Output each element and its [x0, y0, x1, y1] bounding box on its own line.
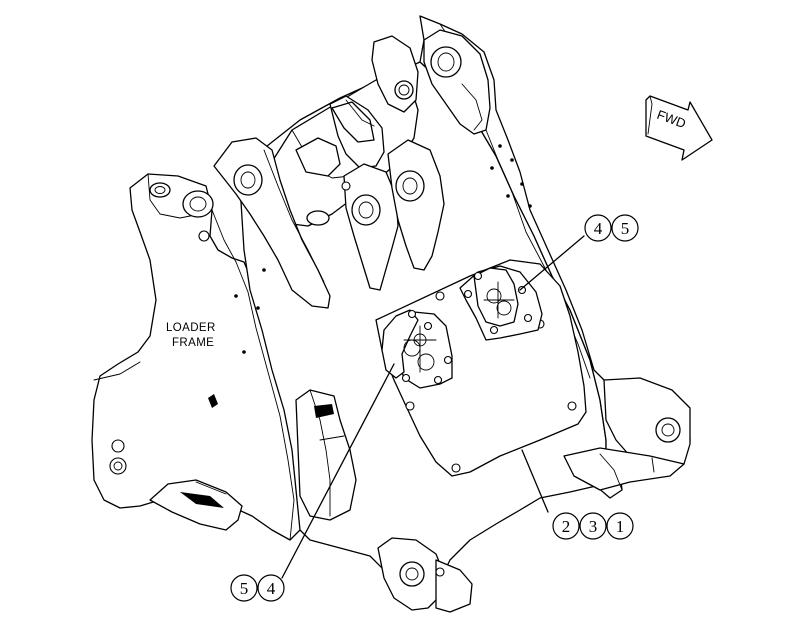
frame-label-line2: FRAME — [172, 337, 214, 349]
callout-bubble — [230, 574, 258, 602]
callout-number: 4 — [267, 579, 276, 598]
callout-number: 4 — [594, 219, 603, 238]
leader-line-54 — [281, 363, 395, 579]
callout-bubble — [584, 214, 612, 242]
callout-bubble — [257, 574, 285, 602]
callout-bubble — [611, 214, 639, 242]
callout-bottom-right: 2 3 1 — [552, 512, 634, 540]
frame-label: LOADER FRAME — [166, 322, 216, 349]
leader-lines — [281, 235, 585, 579]
callout-number: 1 — [616, 517, 625, 536]
cover-plate-assembly — [375, 259, 587, 477]
callout-bottom-left: 5 4 — [230, 574, 285, 602]
callout-number: 2 — [562, 517, 571, 536]
right-access-cover — [459, 265, 543, 341]
callout-number: 3 — [589, 517, 598, 536]
leader-line-45 — [519, 235, 585, 291]
callout-bubble — [606, 512, 634, 540]
callout-bubble — [552, 512, 580, 540]
callout-top-right: 4 5 — [584, 214, 639, 242]
callout-number: 5 — [240, 579, 249, 598]
callout-bubble — [579, 512, 607, 540]
frame-label-line1: LOADER — [166, 322, 216, 334]
callout-number: 5 — [621, 219, 630, 238]
fwd-direction-arrow: FWD — [645, 95, 713, 161]
left-access-cover — [381, 309, 453, 389]
leader-line-231 — [521, 449, 549, 513]
